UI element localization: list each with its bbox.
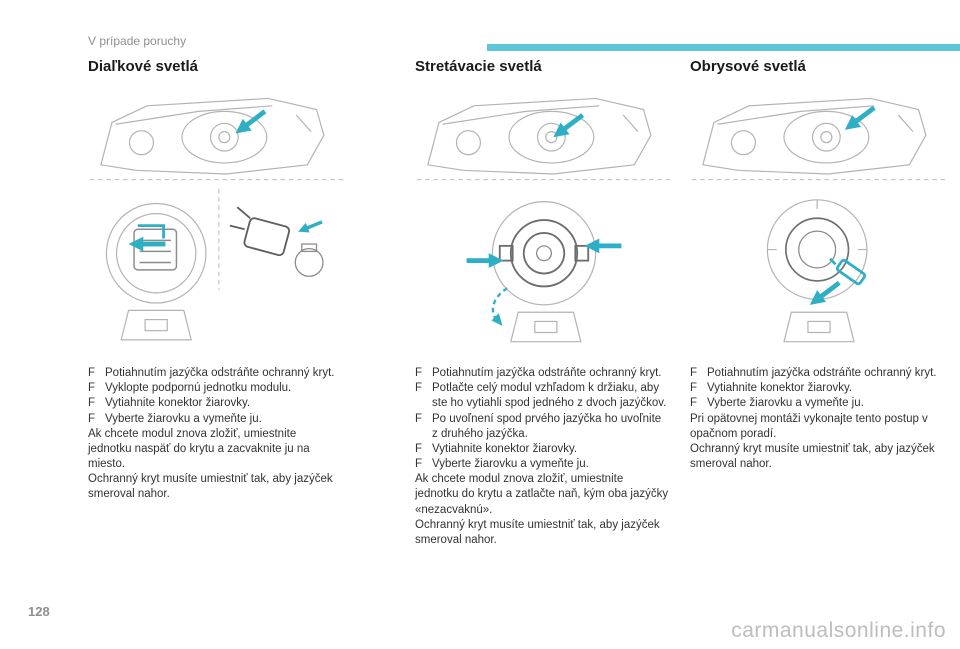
rotation-arrow-head — [491, 313, 503, 327]
instruction-step: F Vyklopte podpornú jednotku modulu. — [88, 381, 342, 396]
low-beam-illustration — [416, 97, 672, 343]
step-text: Vyberte žiarovku a vymeňte ju. — [105, 412, 262, 425]
step-text: Vyklopte podpornú jednotku modulu. — [105, 382, 292, 395]
step-arrow-marker: F — [690, 367, 698, 379]
step-arrow-marker: F — [88, 412, 96, 425]
section-title: Obrysové svetlá — [690, 58, 806, 75]
instruction-step: F Vytiahnite konektor žiarovky. — [690, 381, 940, 396]
step-arrow-marker: F — [415, 412, 423, 425]
module-detail — [498, 219, 590, 288]
watermark: carmanualsonline.info — [731, 619, 946, 642]
sidelight-bulb-highlight — [829, 257, 867, 286]
direction-arrow-icon — [296, 217, 324, 237]
step-arrow-marker: F — [690, 397, 698, 410]
step-text: Potiahnutím jazýčka odstráňte ochranný k… — [105, 367, 335, 379]
high-beam-illustration — [89, 97, 345, 341]
direction-arrow-icon — [231, 105, 270, 140]
instruction-steps: F Potiahnutím jazýčka odstráňte ochranný… — [415, 366, 669, 472]
step-text: Vyberte žiarovku a vymeňte ju. — [707, 397, 864, 410]
instruction-step: F Po uvoľnení spod prvého jazýčka ho uvo… — [415, 412, 669, 442]
rotation-arrow-icon — [491, 287, 508, 323]
step-arrow-marker: F — [88, 397, 96, 410]
note-paragraph: Ochranný kryt musíte umiestniť tak, aby … — [88, 473, 333, 501]
instruction-step: F Potiahnutím jazýčka odstráňte ochranný… — [690, 366, 940, 381]
section-low-beam: Stretávacie svetlá — [415, 58, 677, 548]
step-arrow-marker: F — [415, 367, 423, 379]
step-arrow-marker: F — [690, 382, 698, 395]
mounting-bracket-drawing — [510, 311, 582, 343]
chapter-header: V prípade poruchy — [88, 34, 187, 48]
headlight-drawing — [702, 97, 927, 175]
instruction-steps: F Potiahnutím jazýčka odstráňte ochranný… — [690, 366, 940, 412]
page-number: 128 — [28, 604, 50, 619]
instruction-step: F Potiahnutím jazýčka odstráňte ochranný… — [415, 366, 669, 381]
instruction-step: F Potiahnutím jazýčka odstráňte ochranný… — [88, 366, 342, 381]
direction-arrow-icon — [548, 109, 588, 144]
step-arrow-marker: F — [88, 367, 96, 379]
section-title: Stretávacie svetlá — [415, 58, 542, 75]
step-arrow-marker: F — [415, 382, 423, 395]
note-paragraph: Ochranný kryt musíte umiestniť tak, aby … — [690, 442, 935, 471]
sidelight-figure — [690, 80, 947, 364]
mounting-bracket-drawing — [783, 311, 855, 343]
instruction-step: F Vyberte žiarovku a vymeňte ju. — [415, 457, 669, 472]
bulb-center — [798, 230, 837, 269]
instruction-step: F Vytiahnite konektor žiarovky. — [88, 396, 342, 411]
step-text: Vyberte žiarovku a vymeňte ju. — [432, 458, 589, 471]
section-sidelights: Obrysové svetlá — [690, 58, 947, 472]
bulb-drawing — [294, 243, 324, 277]
step-text: Po uvoľnení spod prvého jazýčka ho uvoľn… — [432, 412, 662, 440]
bulb-module-drawing — [105, 202, 207, 304]
retaining-tab-highlight — [137, 224, 165, 239]
step-arrow-marker: F — [88, 382, 96, 395]
instruction-step: F Vyberte žiarovku a vymeňte ju. — [88, 412, 342, 427]
instruction-steps: F Potiahnutím jazýčka odstráňte ochranný… — [88, 366, 342, 427]
step-text: Potiahnutím jazýčka odstráňte ochranný k… — [707, 367, 937, 379]
step-text: Potlačte celý modul vzhľadom k držiaku, … — [432, 382, 667, 410]
note-paragraph: Ak chcete modul znova zložiť, umiestnite… — [415, 473, 669, 516]
low-beam-figure — [415, 80, 677, 364]
module-detail — [784, 217, 850, 282]
section-title: Diaľkové svetlá — [88, 58, 199, 75]
bulb-module-drawing — [491, 201, 597, 306]
step-text: Vytiahnite konektor žiarovky. — [105, 397, 251, 410]
headlight-drawing — [427, 97, 652, 175]
step-arrow-marker: F — [415, 458, 423, 471]
bulb-center — [535, 245, 553, 262]
module-detail — [133, 228, 178, 271]
direction-arrow-icon — [466, 253, 504, 268]
step-text: Potiahnutím jazýčka odstráňte ochranný k… — [432, 367, 662, 379]
sidelight-illustration — [691, 97, 947, 343]
note-paragraph: Ochranný kryt musíte umiestniť tak, aby … — [415, 518, 660, 546]
instruction-step: F Potlačte celý modul vzhľadom k držiaku… — [415, 381, 669, 411]
chapter-accent-bar — [487, 44, 960, 51]
bulb-module-drawing — [766, 199, 868, 300]
step-arrow-marker: F — [415, 442, 423, 455]
note-paragraph: Pri opätovnej montáži vykonajte tento po… — [690, 412, 928, 440]
connector-drawing — [229, 206, 291, 257]
step-text: Vytiahnite konektor žiarovky. — [707, 382, 853, 395]
high-beam-figure — [88, 80, 393, 364]
direction-arrow-icon — [805, 276, 844, 311]
step-text: Vytiahnite konektor žiarovky. — [432, 442, 578, 455]
instruction-step: F Vytiahnite konektor žiarovky. — [415, 442, 669, 457]
section-high-beam: Diaľkové svetlá — [88, 58, 393, 503]
note-paragraph: Ak chcete modul znova zložiť, umiestnite… — [88, 427, 310, 471]
instruction-step: F Vyberte žiarovku a vymeňte ju. — [690, 396, 940, 411]
headlight-drawing — [100, 97, 325, 175]
direction-arrow-icon — [584, 238, 622, 254]
mounting-bracket-drawing — [120, 309, 192, 341]
